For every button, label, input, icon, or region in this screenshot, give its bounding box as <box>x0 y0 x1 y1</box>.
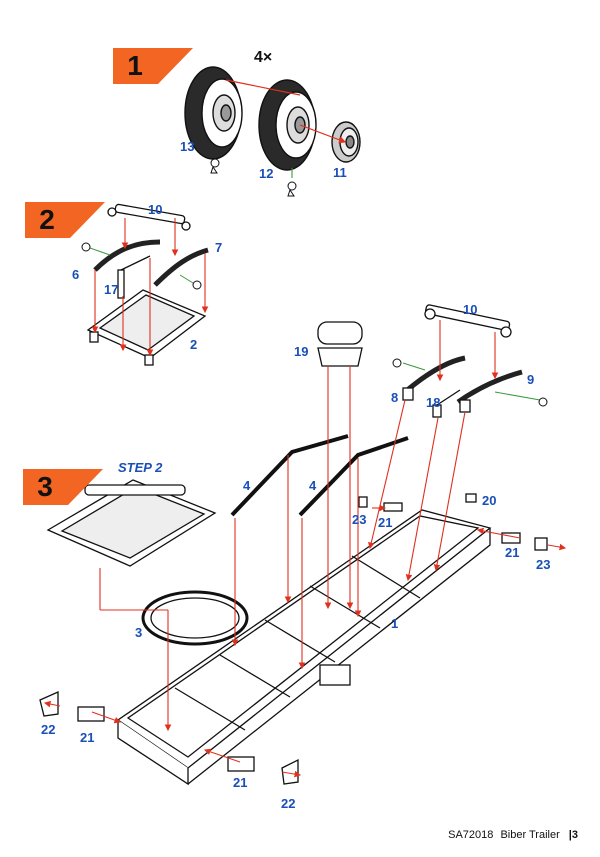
part-label-17: 17 <box>104 282 119 297</box>
part-label-4: 4 <box>309 478 317 493</box>
hub-11 <box>331 121 361 163</box>
step-flag <box>25 202 105 238</box>
part-label-1: 1 <box>391 616 399 631</box>
part-label-13: 13 <box>180 139 195 154</box>
part-label-3: 3 <box>135 625 143 640</box>
part-label-8: 8 <box>391 390 399 405</box>
page-number-separator: | <box>568 829 572 841</box>
part-label-21: 21 <box>80 730 95 745</box>
step-3-number: 3 <box>37 471 53 502</box>
page-footer: SA72018 Biber Trailer |3 <box>448 829 578 841</box>
page-number: 3 <box>571 829 578 841</box>
step-flag <box>113 48 193 84</box>
part-label-21: 21 <box>505 545 520 560</box>
part-label-21: 21 <box>233 775 248 790</box>
part-label-23: 23 <box>536 557 551 572</box>
wheel-13 <box>184 66 243 160</box>
part-label-23: 23 <box>352 512 367 527</box>
part-label-22: 22 <box>281 796 296 811</box>
step-1-header: 1 <box>113 48 193 84</box>
part-label-9: 9 <box>527 372 535 387</box>
wheel-12 <box>258 79 317 171</box>
product-title: Biber Trailer <box>500 829 560 841</box>
step-3-header: 3 <box>23 469 103 505</box>
part-label-22: 22 <box>41 722 56 737</box>
part-label-2: 2 <box>190 337 198 352</box>
glue-cement-icon <box>210 158 297 197</box>
part-label-7: 7 <box>215 240 223 255</box>
part-label-11: 11 <box>333 165 347 180</box>
part-label-21: 21 <box>378 515 393 530</box>
step-2-number: 2 <box>39 204 55 235</box>
part-label-18: 18 <box>426 395 441 410</box>
glue-cement-icon <box>81 242 202 290</box>
part-label-19: 19 <box>294 344 309 359</box>
part-label-12: 12 <box>259 166 274 181</box>
part-label-20: 20 <box>482 493 497 508</box>
step-2-reference-label: STEP 2 <box>118 460 163 475</box>
glue-cement-icon <box>392 358 548 407</box>
part-label-10: 10 <box>463 302 478 317</box>
step-flag <box>23 469 103 505</box>
part-label-4: 4 <box>243 478 251 493</box>
step-1-quantity: 4× <box>254 49 273 66</box>
part-label-10: 10 <box>148 202 163 217</box>
step-1-number: 1 <box>127 50 143 81</box>
part-label-6: 6 <box>72 267 80 282</box>
product-code: SA72018 <box>448 829 494 841</box>
step-2-header: 2 <box>25 202 105 238</box>
